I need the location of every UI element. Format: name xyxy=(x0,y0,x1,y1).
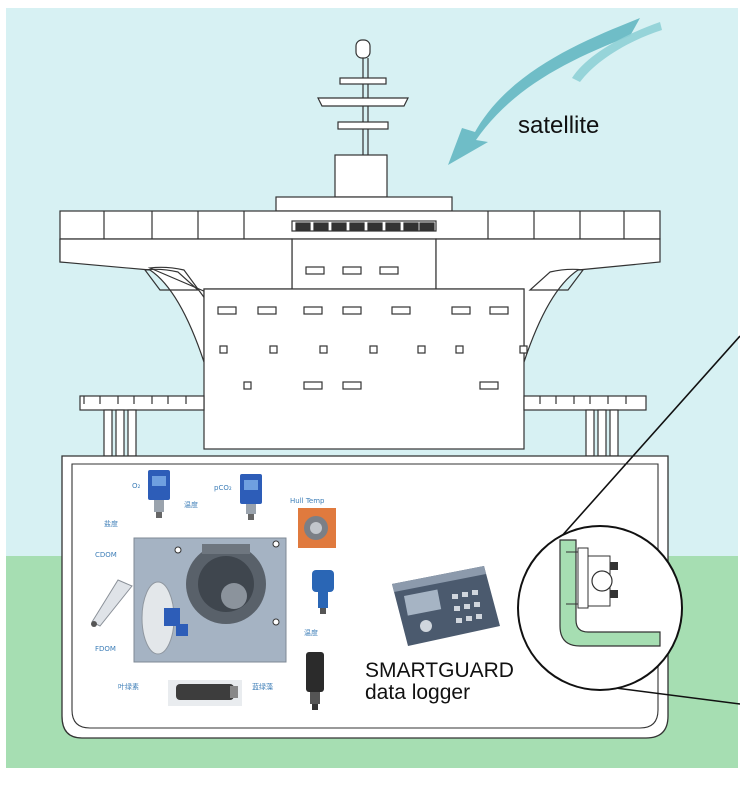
radar-mast-icon xyxy=(317,39,409,212)
cdom-label: CDOM xyxy=(95,551,117,559)
hull-temp-sensor xyxy=(298,508,336,548)
fdom-label: FDOM xyxy=(95,645,116,653)
hull-temp-label: Hull Temp xyxy=(290,497,325,505)
smartguard-line2: data logger xyxy=(365,681,471,704)
black-probe xyxy=(306,652,324,710)
satellite-arrow-icon xyxy=(448,18,662,165)
chlorophyll-label: 叶绿素 xyxy=(118,683,139,691)
turbidity-label: 蓝绿藻 xyxy=(252,683,273,691)
pco2-label: pCO₂ xyxy=(214,484,232,492)
salinity-label: 盐度 xyxy=(104,520,118,528)
smartguard-device xyxy=(392,566,500,646)
temp-mid-label: 温度 xyxy=(304,629,318,637)
chlorophyll-probe xyxy=(168,680,242,706)
flow-through-chamber-photo xyxy=(133,537,287,663)
cdom-probe xyxy=(91,579,133,627)
temp-top-label: 温度 xyxy=(184,501,198,509)
ship-superstructure xyxy=(59,196,661,457)
pco2-sensor xyxy=(240,474,262,520)
o2-label: O₂ xyxy=(132,482,141,490)
temp-sensor-blue xyxy=(312,570,334,614)
satellite-label: satellite xyxy=(518,112,600,139)
smartguard-line1: SMARTGUARD xyxy=(365,659,514,682)
magnifier-circle-icon xyxy=(517,335,740,705)
smartguard-title: SMARTGUARD data logger xyxy=(365,660,514,704)
o2-sensor xyxy=(148,470,170,518)
